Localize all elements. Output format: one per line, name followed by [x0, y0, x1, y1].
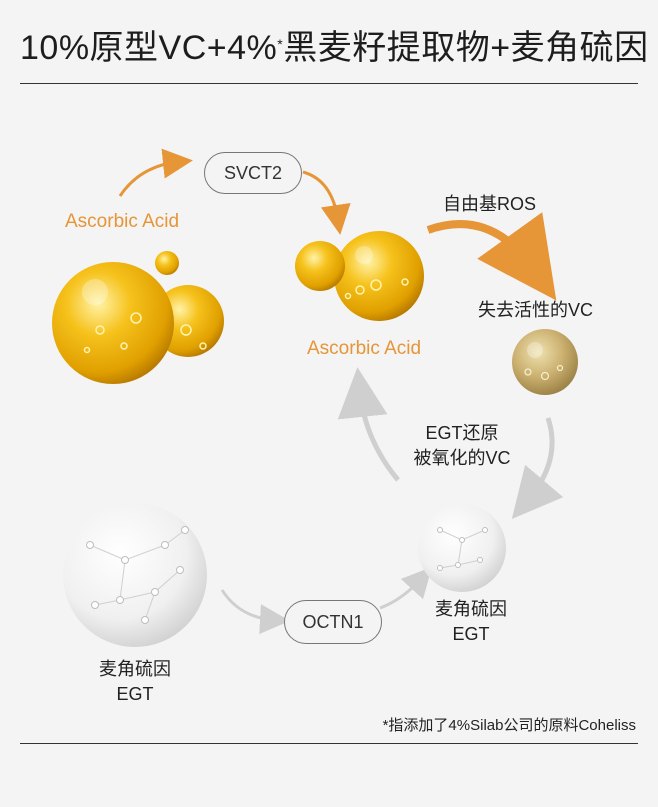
title-rest: 黑麦籽提取物+麦角硫因 [283, 29, 649, 67]
inactive-vc-label: 失去活性的VC [478, 300, 594, 320]
octn1-pill: OCTN1 [284, 600, 382, 644]
egt-restore-label: EGT还原 被氧化的VC [397, 421, 527, 471]
egt-restore-line1: EGT还原 [425, 423, 499, 443]
octn1-label: OCTN1 [302, 612, 364, 632]
egt-left-name: 麦角硫因 [99, 659, 171, 679]
vitamin-c-droplets-left [52, 251, 224, 384]
free-radical-label: 自由基ROS [443, 194, 537, 214]
egt-molecule-sphere-small [418, 504, 506, 592]
arrow-vc-to-egt [511, 417, 564, 520]
title-footnote-mark: * [277, 36, 284, 52]
egt-molecule-sphere-large [63, 503, 207, 647]
footnote: *指添加了4%Silab公司的原料Coheliss [382, 717, 636, 734]
svct2-label: SVCT2 [223, 163, 283, 183]
egt-right-abbr: EGT [452, 624, 490, 644]
egt-right-name: 麦角硫因 [435, 599, 507, 619]
egt-right-label: 麦角硫因 EGT [416, 597, 526, 647]
arrow-egt-restore [337, 367, 400, 482]
arrow-octn1-to-egt [379, 566, 433, 610]
inactive-vc-droplet [512, 329, 578, 395]
egt-restore-line2: 被氧化的VC [413, 448, 511, 468]
ascorbic-acid-center-label: Ascorbic Acid [307, 338, 422, 359]
egt-left-label: 麦角硫因 EGT [80, 657, 190, 707]
ascorbic-acid-left-label: Ascorbic Acid [65, 211, 180, 232]
vitamin-c-droplets-center [295, 231, 424, 321]
egt-left-abbr: EGT [116, 684, 154, 704]
svct2-pill: SVCT2 [204, 152, 302, 194]
arrow-svct2-to-center [302, 170, 351, 235]
page-title: 10%原型VC+4%*黑麦籽提取物+麦角硫因 [20, 22, 649, 74]
arrow-to-svct2 [118, 148, 193, 197]
title-main: 10%原型VC+4% [20, 29, 278, 67]
arrow-ros [426, 212, 557, 301]
arrow-egt-to-octn1 [220, 589, 290, 635]
bottom-divider [20, 743, 638, 744]
top-divider [20, 83, 638, 84]
